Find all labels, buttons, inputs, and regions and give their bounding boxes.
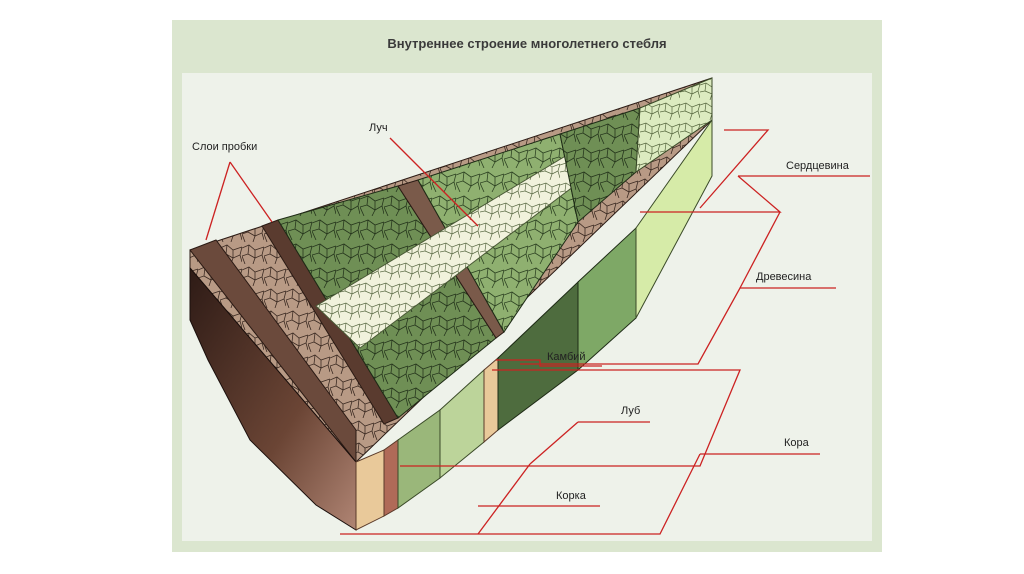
label-wood: Древесина [756, 271, 812, 283]
phloem-band-front-2 [439, 368, 485, 480]
front-face [189, 118, 713, 531]
label-phloem: Луб [621, 405, 641, 417]
phloem-band-front [397, 409, 441, 509]
pith-front [635, 118, 713, 319]
label-cambium: Камбий [547, 351, 586, 363]
leader-wood-a [520, 287, 836, 365]
leader-wood-b [739, 211, 781, 289]
leader-bark-c [340, 453, 701, 535]
crust-band-front [355, 449, 385, 531]
leader-ray [389, 137, 479, 227]
label-ray: Луч [369, 122, 388, 134]
leader-cork-1 [205, 161, 231, 241]
cork-layer-outer [189, 239, 357, 464]
leader-cambium [496, 359, 602, 367]
figure-title: Внутреннее строение многолетнего стебля [387, 36, 667, 51]
label-pith: Сердцевина [786, 160, 849, 172]
top-surface [189, 77, 713, 464]
cork-band-front [383, 439, 399, 517]
leader-pith-a [699, 129, 770, 209]
wood-light-front [577, 226, 637, 372]
leader-lines [205, 129, 870, 535]
leader-cork-2 [229, 161, 273, 223]
leader-bark-a [400, 369, 741, 467]
label-bark: Кора [784, 437, 809, 449]
leader-phloem-c [529, 421, 579, 465]
label-crust: Корка [556, 490, 586, 502]
label-cork-layers: Слои пробки [192, 141, 258, 153]
leader-phloem-a [477, 463, 531, 535]
